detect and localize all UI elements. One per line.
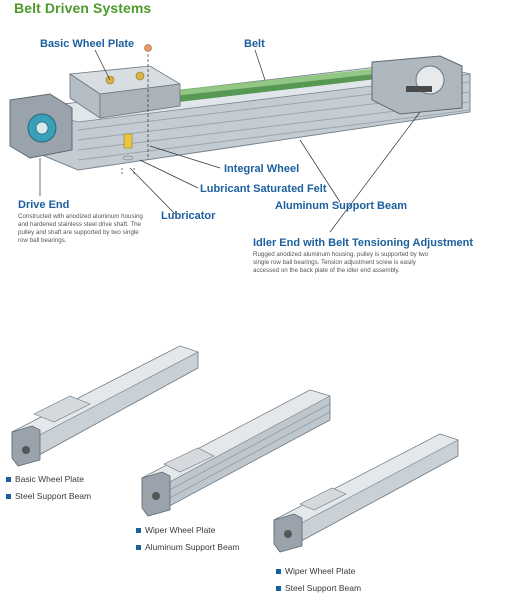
legend-item: Steel Support Beam <box>6 491 91 501</box>
callout-integral-wheel: Integral Wheel <box>224 163 300 175</box>
bullet-icon <box>276 568 281 574</box>
legend-plate-label: Wiper Wheel Plate <box>145 525 216 535</box>
legend-item: Wiper Wheel Plate <box>136 525 240 535</box>
config-1-legend: Basic Wheel Plate Steel Support Beam <box>6 474 91 501</box>
bullet-icon <box>6 476 11 482</box>
legend-plate-label: Basic Wheel Plate <box>15 474 84 484</box>
legend-beam-label: Steel Support Beam <box>285 583 362 593</box>
idler-end-heading: Idler End with Belt Tensioning Adjustmen… <box>253 237 473 249</box>
legend-item: Basic Wheel Plate <box>6 474 91 484</box>
bullet-icon <box>276 585 281 591</box>
legend-item: Steel Support Beam <box>276 583 361 593</box>
callout-basic-wheel-plate: Basic Wheel Plate <box>40 38 135 50</box>
callout-lubricant-felt: Lubricant Saturated Felt <box>200 183 327 195</box>
callout-aluminum-support-beam: Aluminum Support Beam <box>275 200 408 212</box>
idler-end-description: Rugged anodized aluminum housing, pulley… <box>253 251 429 274</box>
legend-beam-label: Steel Support Beam <box>15 491 92 501</box>
page-title: Belt Driven Systems <box>14 0 152 16</box>
drive-end-description: Constructed with anodized aluminum housi… <box>18 213 143 244</box>
bullet-icon <box>6 493 11 499</box>
legend-item: Aluminum Support Beam <box>136 542 240 552</box>
callout-belt: Belt <box>244 38 265 50</box>
config-3-legend: Wiper Wheel Plate Steel Support Beam <box>276 566 361 593</box>
legend-plate-label: Wiper Wheel Plate <box>285 566 356 576</box>
bullet-icon <box>136 527 141 533</box>
legend-item: Wiper Wheel Plate <box>276 566 361 576</box>
bullet-icon <box>136 544 141 550</box>
config-2-legend: Wiper Wheel Plate Aluminum Support Beam <box>136 525 240 552</box>
callout-lubricator: Lubricator <box>161 210 216 222</box>
drive-end-heading: Drive End <box>18 199 70 211</box>
legend-beam-label: Aluminum Support Beam <box>145 542 240 552</box>
belt-system-illustration <box>9 44 471 233</box>
